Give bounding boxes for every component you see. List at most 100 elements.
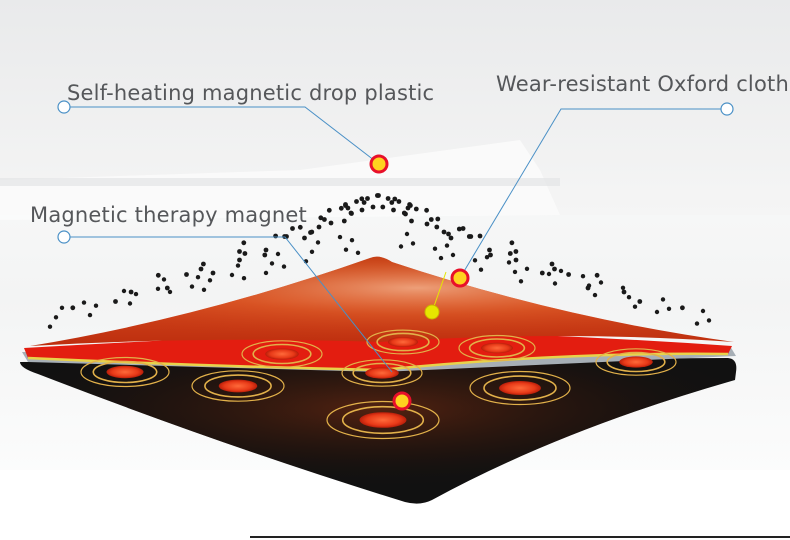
magnet (469, 370, 571, 406)
hotspot-highlight (424, 304, 440, 320)
magnetic-dot (207, 278, 213, 283)
magnetic-dot (632, 304, 638, 309)
magnetic-dot (121, 288, 127, 294)
magnetic-dot (586, 283, 592, 288)
yellow-dot-icon (424, 304, 440, 320)
hotspot-oxford (450, 268, 470, 288)
magnetic-dot (389, 200, 395, 205)
magnetic-dot (155, 272, 161, 278)
magnetic-dot (235, 263, 241, 268)
magnetic-dot (620, 285, 626, 290)
magnet-ring (326, 400, 440, 440)
magnet-core (218, 379, 258, 393)
magnetic-dot (309, 249, 315, 254)
magnetic-dot (706, 318, 712, 323)
magnetic-dot (518, 279, 524, 284)
magnetic-dot (506, 260, 512, 265)
magnetic-dot (558, 268, 564, 274)
magnetic-dot (53, 315, 59, 320)
magnetic-dot (478, 267, 484, 272)
magnetic-dot (263, 247, 269, 253)
circle-outline-icon (57, 100, 71, 114)
magnetic-dot (539, 270, 545, 276)
magnet-core (365, 367, 399, 379)
magnetic-dot (93, 303, 99, 308)
magnetic-dot (275, 251, 281, 257)
magnetic-dot (290, 226, 295, 231)
magnetic-dot (424, 221, 430, 227)
magnetic-dot (297, 224, 303, 230)
magnetic-dot (700, 308, 706, 314)
hotspot-plastic (369, 154, 389, 174)
magnetic-dot (133, 291, 139, 297)
magnetic-dot (621, 289, 627, 295)
magnetic-dot (81, 300, 87, 305)
magnetic-dot (316, 224, 322, 230)
magnetic-dot (507, 251, 513, 256)
magnetic-dot (375, 193, 380, 198)
magnetic-dot (210, 270, 216, 276)
magnetic-dot (424, 207, 429, 213)
circle-outline-icon (57, 230, 71, 244)
magnetic-dot (308, 230, 313, 235)
magnet-ring (191, 370, 285, 402)
top-layer-glow (30, 256, 734, 346)
magnetic-dot (201, 261, 206, 267)
magnetic-dot (341, 218, 347, 224)
magnet (458, 334, 536, 362)
magnetic-dot (450, 252, 456, 258)
magnetic-dot (404, 231, 410, 237)
magnetic-dot (385, 196, 391, 201)
magnetic-dot (434, 224, 440, 230)
magnetic-dot (198, 266, 204, 272)
magnetic-dot (281, 264, 287, 269)
magnet-ring (469, 370, 571, 406)
magnetic-dot (513, 249, 519, 254)
magnet-core (499, 381, 541, 395)
magnetic-dot (164, 285, 170, 291)
magnetic-dot (637, 299, 643, 304)
magnetic-dot (359, 196, 365, 202)
magnetic-dot (113, 299, 118, 304)
leader-line-magnet (64, 236, 393, 373)
magnetic-dot (237, 257, 242, 263)
magnetic-dot (343, 247, 349, 252)
magnet-ring (252, 343, 312, 365)
magnetic-dot (326, 207, 332, 213)
label-plastic: Self-heating magnetic drop plastic (67, 81, 435, 105)
magnetic-dot (546, 271, 552, 277)
magnetic-dot (337, 234, 343, 240)
magnetic-dot (128, 289, 134, 295)
magnetic-dot (592, 292, 598, 298)
magnetic-dot (694, 321, 700, 326)
magnetic-dot (432, 246, 438, 251)
magnet-ring (595, 348, 677, 376)
magnetic-dot (509, 240, 515, 246)
magnetic-dot (322, 217, 327, 222)
yellow-dot-icon (392, 391, 412, 411)
magnetic-dot (338, 205, 344, 211)
magnetic-dot (273, 233, 278, 239)
yellow-dot-icon (450, 268, 470, 288)
magnetic-dot (241, 276, 247, 281)
magnet-ring (366, 329, 440, 355)
magnet-core (359, 412, 407, 428)
magnet (241, 340, 323, 368)
magnetic-dot (654, 309, 660, 315)
magnetic-dot (348, 210, 354, 216)
magnetic-dot (302, 235, 307, 241)
magnet (341, 359, 423, 387)
magnetic-dot (355, 250, 361, 255)
magnetic-dot (477, 233, 483, 239)
magnetic-dot (195, 275, 201, 280)
magnetic-dot (59, 305, 65, 310)
leader-line-oxford (459, 108, 727, 279)
magnetic-dot (398, 244, 404, 249)
magnet-core (619, 356, 653, 368)
magnetic-dot (318, 215, 324, 221)
magnet-ring (468, 338, 526, 358)
magnet-core (387, 337, 419, 347)
magnetic-dot (315, 240, 321, 245)
magnet (80, 356, 170, 388)
magnet-core (481, 342, 513, 354)
